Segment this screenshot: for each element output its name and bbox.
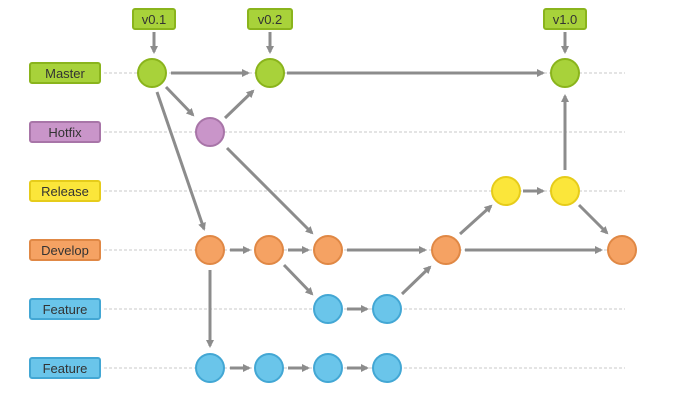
commit-feature-1-1	[313, 294, 343, 324]
commit-feature-2-2	[254, 353, 284, 383]
commit-develop-1	[195, 235, 225, 265]
arrow-develop-to-release	[458, 204, 493, 236]
arrow-master-to-develop	[155, 91, 206, 231]
arrow-release-to-develop	[577, 203, 609, 235]
commit-master-v1-0	[550, 58, 580, 88]
tag-v0-1-text: v0.1	[142, 12, 167, 27]
tag-v1-0: v1.0	[543, 8, 587, 30]
branch-label-feature-2: Feature	[29, 357, 101, 379]
commit-feature-2-3	[313, 353, 343, 383]
branch-label-feature-2-text: Feature	[43, 361, 88, 376]
commit-release-2	[550, 176, 580, 206]
commit-develop-2	[254, 235, 284, 265]
commit-develop-3	[313, 235, 343, 265]
branch-labels: Master Hotfix Release Develop Feature Fe…	[29, 62, 101, 379]
branch-label-develop: Develop	[29, 239, 101, 261]
arrow-feature-1-to-develop	[400, 265, 432, 296]
branch-label-release-text: Release	[41, 184, 89, 199]
arrow-master-to-hotfix	[164, 85, 195, 117]
arrow-hotfix-to-master	[223, 89, 255, 120]
commit-feature-2-1	[195, 353, 225, 383]
tag-v1-0-text: v1.0	[553, 12, 578, 27]
branch-label-develop-text: Develop	[41, 243, 89, 258]
branch-label-feature-1-text: Feature	[43, 302, 88, 317]
commit-hotfix	[195, 117, 225, 147]
arrow-develop-to-feature-1	[282, 263, 314, 296]
branch-label-feature-1: Feature	[29, 298, 101, 320]
version-tags: v0.1 v0.2 v1.0	[132, 8, 587, 30]
commit-develop-5	[607, 235, 637, 265]
tag-v0-1: v0.1	[132, 8, 176, 30]
guide-lines	[104, 72, 625, 369]
commit-develop-4	[431, 235, 461, 265]
tag-v0-2: v0.2	[247, 8, 293, 30]
commit-arrows	[150, 32, 609, 372]
branch-label-hotfix: Hotfix	[29, 121, 101, 143]
commit-feature-2-4	[372, 353, 402, 383]
commit-nodes	[137, 58, 637, 383]
arrow-hotfix-to-develop	[225, 146, 314, 235]
branch-label-release: Release	[29, 180, 101, 202]
branch-label-hotfix-text: Hotfix	[48, 125, 82, 140]
branch-label-master-text: Master	[45, 66, 85, 81]
commit-master-v0-2	[255, 58, 285, 88]
commit-master-v0-1	[137, 58, 167, 88]
commit-feature-1-2	[372, 294, 402, 324]
branch-label-master: Master	[29, 62, 101, 84]
tag-v0-2-text: v0.2	[258, 12, 283, 27]
commit-release-1	[491, 176, 521, 206]
